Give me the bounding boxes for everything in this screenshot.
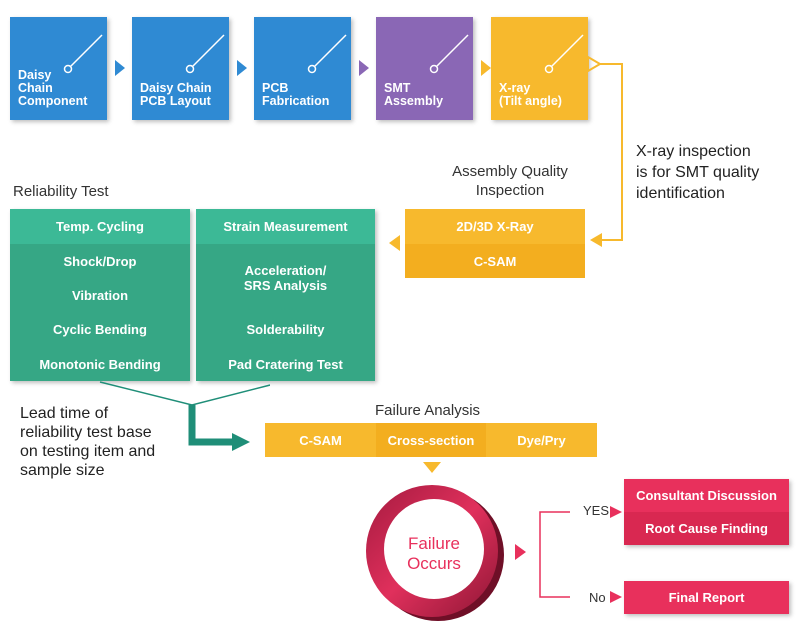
failure-occurs-label: Failure Occurs [407, 534, 461, 573]
reliability-item-monotonic-bending: Monotonic Bending [10, 347, 190, 381]
needle-icon [544, 34, 584, 74]
branch-no-label: No [589, 590, 606, 605]
failure-analysis-item-csam: C-SAM [265, 423, 376, 457]
reliability-item-strain-measurement: Strain Measurement [196, 209, 375, 244]
reliability-item-pad-cratering: Pad Cratering Test [196, 347, 375, 381]
process-step-label: Daisy Chain PCB Layout [140, 81, 212, 108]
outcome-root-cause-finding: Root Cause Finding [624, 512, 789, 545]
arrow-left-icon [389, 235, 400, 251]
branch-yes-label: YES [583, 503, 610, 518]
arrow-right-icon [515, 544, 526, 560]
needle-icon [307, 34, 347, 74]
arrow-right-icon [359, 60, 369, 76]
needle-icon [63, 34, 103, 74]
reliability-item-temp-cycling: Temp. Cycling [10, 209, 190, 244]
arrow-down-icon [423, 462, 441, 473]
assembly-inspection-title: Assembly Quality Inspection [452, 163, 568, 199]
process-step-xray-tilt-angle: X-ray (Tilt angle) [491, 17, 588, 120]
process-step-label: Daisy Chain Component [18, 68, 88, 108]
failure-analysis-item-dye-pry: Dye/Pry [486, 423, 597, 457]
inspection-item-2d3d-xray: 2D/3D X-Ray [405, 209, 585, 244]
reliability-left-column: Temp. Cycling Shock/Drop Vibration Cycli… [10, 209, 190, 381]
failure-analysis-title: Failure Analysis [375, 402, 481, 419]
process-step-label: X-ray (Tilt angle) [499, 81, 562, 108]
reliability-item-shock-drop: Shock/Drop [10, 244, 190, 278]
reliability-item-cyclic-bending: Cyclic Bending [10, 312, 190, 347]
process-step-pcb-fabrication: PCB Fabrication [254, 17, 351, 120]
xray-note: X-ray inspection is for SMT quality iden… [636, 143, 760, 202]
lead-time-note: Lead time of reliability test base on te… [20, 405, 156, 479]
failure-analysis-item-cross-section: Cross-section [376, 423, 486, 457]
needle-icon [185, 34, 225, 74]
reliability-item-solderability: Solderability [196, 312, 375, 347]
failure-ring-icon [366, 485, 504, 621]
arrow-right-icon [481, 60, 491, 76]
arrow-right-icon [115, 60, 125, 76]
process-step-daisy-chain-component: Daisy Chain Component [10, 17, 107, 120]
reliability-test-title: Reliability Test [13, 183, 109, 200]
process-step-label: PCB Fabrication [262, 81, 330, 108]
outcome-final-report: Final Report [624, 581, 789, 614]
reliability-item-vibration: Vibration [10, 278, 190, 312]
reliability-right-column: Strain Measurement Acceleration/ SRS Ana… [196, 209, 375, 381]
process-step-daisy-chain-pcb-layout: Daisy Chain PCB Layout [132, 17, 229, 120]
reliability-to-failure-connector [99, 381, 270, 451]
yes-outcome-box: Consultant Discussion Root Cause Finding [624, 479, 789, 545]
inspection-item-csam: C-SAM [405, 244, 585, 278]
decision-branch [539, 506, 622, 603]
arrow-right-icon [237, 60, 247, 76]
process-step-smt-assembly: SMT Assembly [376, 17, 473, 120]
needle-icon [429, 34, 469, 74]
reliability-item-acceleration-srs: Acceleration/ SRS Analysis [196, 244, 375, 312]
outcome-consultant-discussion: Consultant Discussion [624, 479, 789, 512]
xray-connector [587, 55, 623, 247]
process-step-label: SMT Assembly [384, 81, 444, 108]
